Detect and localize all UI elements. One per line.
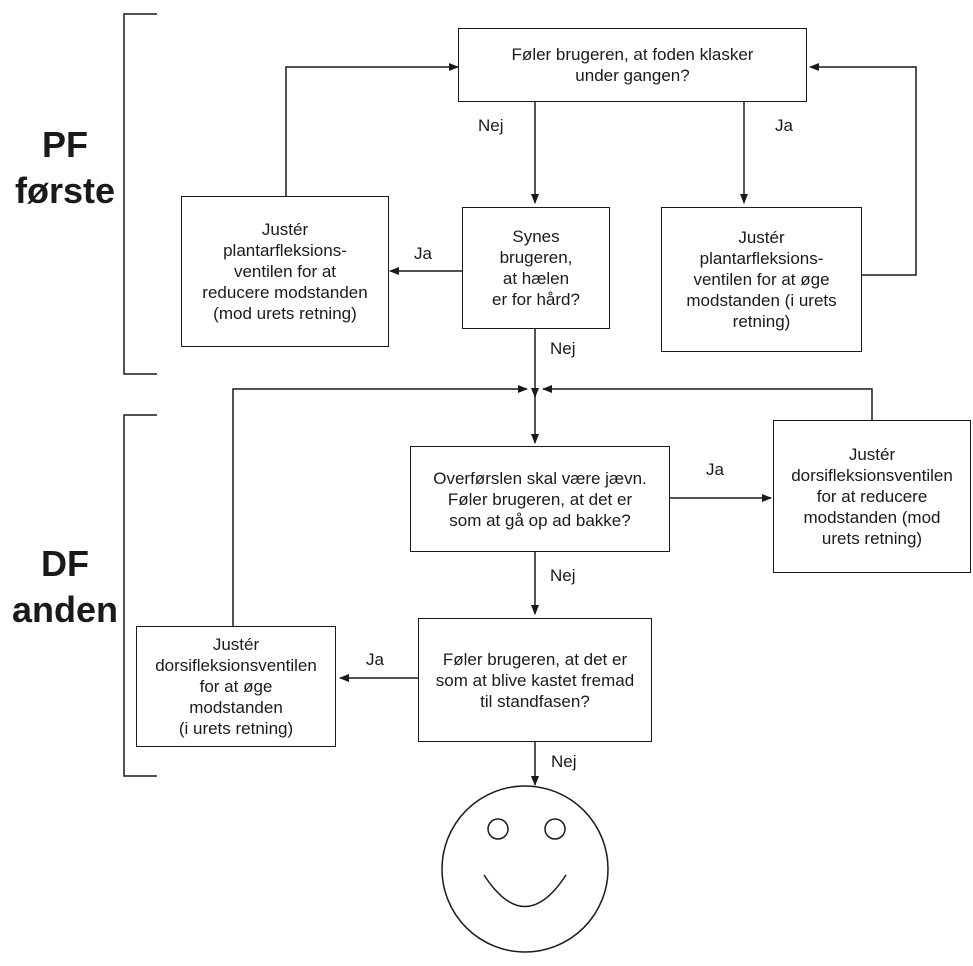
label-slap-yes: Ja (775, 116, 793, 135)
adjust-pf-reduce: Justér plantarfleksions- ventilen for at… (181, 196, 389, 347)
smiley-face-icon (441, 785, 609, 953)
question-uphill: Overførslen skal være jævn. Føler bruger… (410, 446, 670, 552)
label-uphill-no: Nej (550, 566, 576, 585)
df-increase-loop-arrow (232, 385, 528, 626)
question-foot-slap: Føler brugeren, at foden klasker under g… (458, 28, 807, 102)
section-title-pf: PF første (14, 124, 116, 211)
adjust-df-reduce: Justér dorsifleksionsventilen for at red… (773, 420, 971, 573)
df-reduce-loop-arrow (542, 385, 873, 420)
question-heel-hard: Synes brugeren, at hælen er for hård? (462, 207, 610, 329)
section-title-df: DF anden (11, 543, 118, 630)
label-uphill-yes: Ja (706, 460, 724, 479)
label-slap-no: Nej (478, 116, 504, 135)
df-bracket (123, 414, 157, 777)
adjust-pf-increase: Justér plantarfleksions- ventilen for at… (661, 207, 862, 352)
question-thrown-forward: Føler brugeren, at det er som at blive k… (418, 618, 652, 742)
pf-bracket (123, 13, 157, 375)
label-heel-no: Nej (550, 339, 576, 358)
label-thrown-yes: Ja (366, 650, 384, 669)
pf-increase-loop-arrow (809, 63, 917, 276)
adjust-df-increase: Justér dorsifleksionsventilen for at øge… (136, 626, 336, 747)
label-heel-yes: Ja (414, 244, 432, 263)
pf-reduce-loop-arrow (285, 63, 459, 196)
label-thrown-no: Nej (551, 752, 577, 771)
